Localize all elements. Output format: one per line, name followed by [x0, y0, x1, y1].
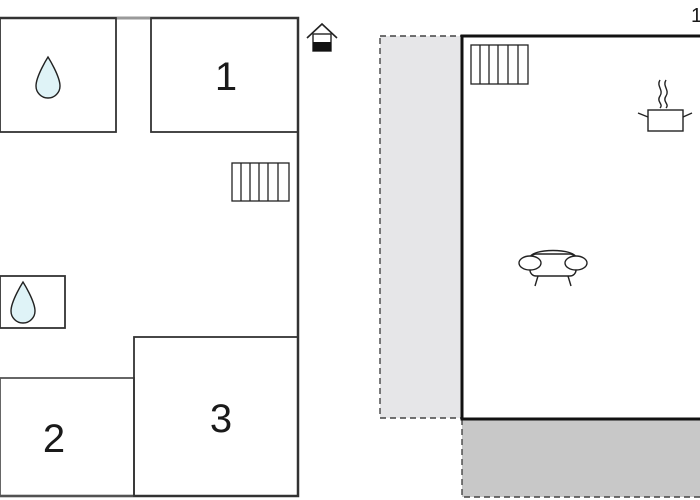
- room-1-label: 1: [215, 55, 237, 99]
- radiator-icon: [470, 44, 529, 85]
- room-1: [150, 17, 299, 133]
- room-3-label: 3: [210, 397, 232, 441]
- water-drop-icon: [35, 55, 61, 99]
- corner-label: 1: [691, 5, 700, 27]
- terrace-light: [379, 35, 463, 419]
- bathroom-top-left: [0, 17, 117, 133]
- right-floor-plan: 1: [379, 5, 700, 498]
- radiator-icon: [231, 162, 290, 202]
- living-room: [460, 34, 700, 421]
- house-entrance-icon: [306, 22, 338, 52]
- sofa-icon: [518, 249, 588, 287]
- cooking-pot-icon: [637, 79, 693, 132]
- room-3: [133, 336, 299, 497]
- left-floor-plan: 1 2 3: [0, 16, 338, 498]
- water-drop-icon: [10, 280, 36, 324]
- terrace-dark: [461, 418, 700, 498]
- shower-cabinet: [0, 275, 66, 329]
- room-2: [0, 377, 135, 497]
- room-2-label: 2: [43, 417, 65, 461]
